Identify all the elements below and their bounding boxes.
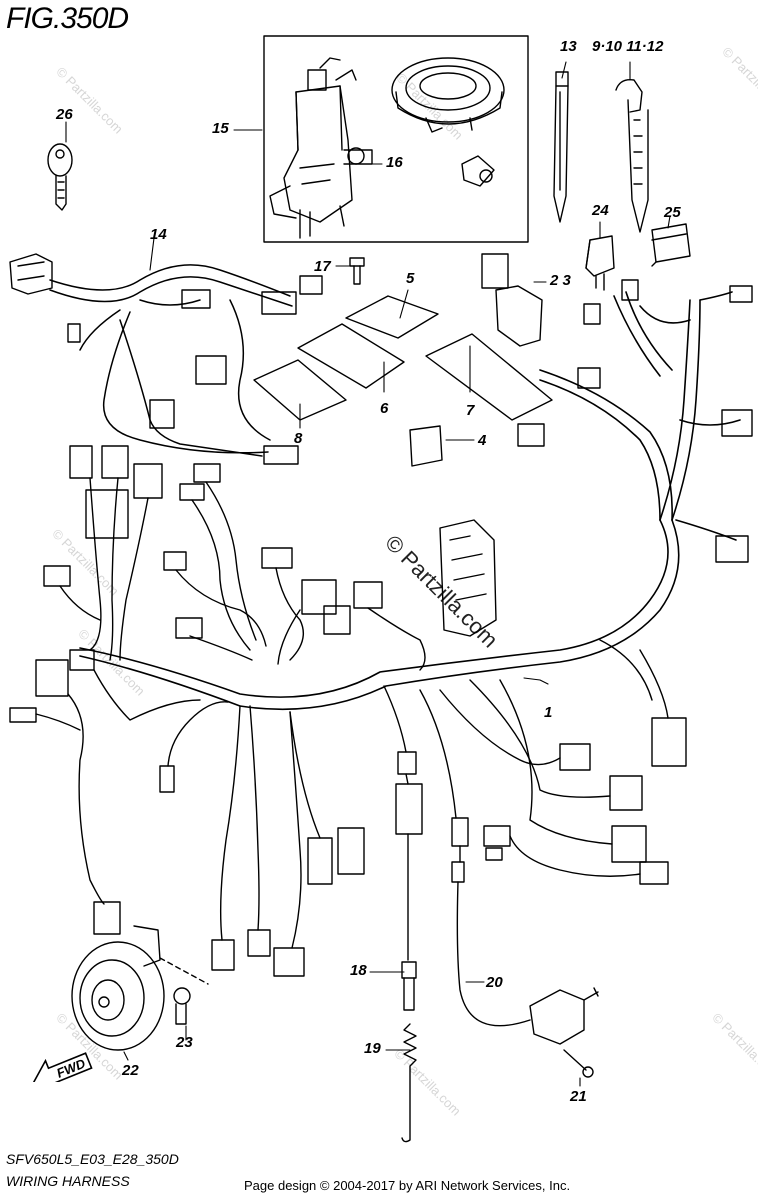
callout-13: 13 (560, 38, 577, 55)
callout-15: 15 (212, 120, 229, 137)
callout-4: 4 (478, 432, 487, 449)
bolt-17 (349, 257, 365, 285)
callout-17: 17 (314, 258, 331, 275)
cable-tie-13 (553, 71, 569, 223)
branch-wires (35, 477, 669, 1027)
credit-text: Page design © 2004-2017 by ARI Network S… (244, 1178, 571, 1193)
key (47, 143, 73, 211)
bolt-23 (173, 987, 191, 1025)
front-harness (49, 264, 293, 457)
ignition-set-box (263, 35, 529, 243)
callout-24: 24 (592, 202, 609, 219)
ignition-switch (269, 57, 373, 239)
callout-19: 19 (364, 1040, 381, 1057)
callout-21: 21 (570, 1088, 587, 1105)
cable-tie-9-12 (615, 79, 649, 233)
callout-1: 1 (544, 704, 553, 721)
connectors (9, 253, 753, 977)
diagram-subtitle: WIRING HARNESS (6, 1173, 130, 1189)
fwd-arrow-icon: FWD (30, 1052, 93, 1082)
callout-5: 5 (406, 270, 415, 287)
callout-16: 16 (386, 154, 403, 171)
figure-title: FIG.350D (6, 2, 129, 35)
callout-9-12: 9·10 11·12 (592, 38, 664, 55)
horn (71, 925, 209, 1051)
diagram-code: SFV650L5_E03_E28_350D (6, 1151, 179, 1167)
callout-20: 20 (486, 974, 503, 991)
pads (253, 295, 553, 421)
rear-brake-switch (529, 987, 599, 1045)
callout-25: 25 (664, 204, 681, 221)
callout-8: 8 (294, 430, 303, 447)
callout-7: 7 (466, 402, 475, 419)
callout-26: 26 (56, 106, 73, 123)
callout-18: 18 (350, 962, 367, 979)
seat-lock (461, 155, 495, 187)
callout-23: 23 (176, 1034, 193, 1051)
callout-6: 6 (380, 400, 389, 417)
main-harness (79, 291, 741, 711)
callout-14: 14 (150, 226, 167, 243)
relay-25 (651, 223, 691, 267)
leader-lines (65, 61, 671, 1087)
fuel-cap-lock (391, 57, 505, 133)
relay-24 (585, 235, 615, 291)
screw-21 (563, 1049, 594, 1078)
callout-2-3: 2 3 (550, 272, 571, 289)
brake-switch (401, 961, 417, 1011)
callout-22: 22 (122, 1062, 139, 1079)
spring (401, 1023, 417, 1143)
